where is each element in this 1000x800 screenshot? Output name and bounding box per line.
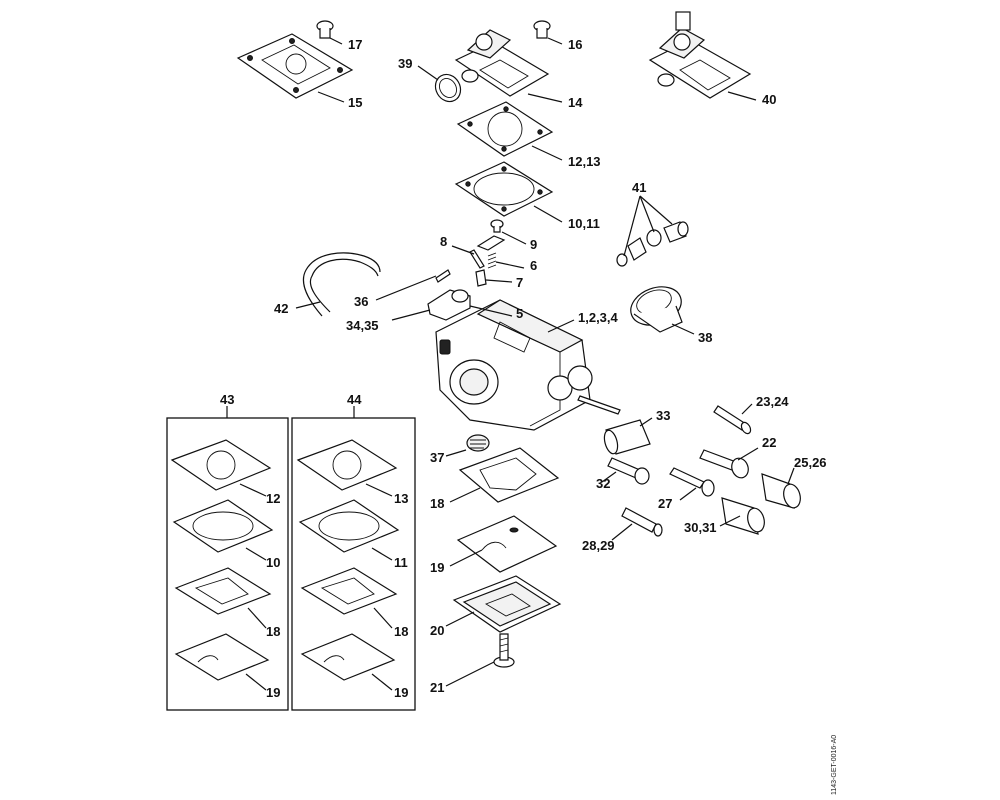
label-25-26: 25,26 — [794, 455, 827, 470]
label-kit43-12: 12 — [266, 491, 280, 506]
part-14-pump-cover — [454, 29, 550, 97]
part-30-31-plug — [721, 497, 765, 535]
part-7-pin — [475, 269, 487, 287]
part-19-diaphragm — [456, 515, 558, 573]
part-42-fuel-hose — [302, 252, 381, 317]
part-16-screw — [533, 20, 551, 39]
part-27-needle — [669, 467, 715, 497]
label-14: 14 — [568, 95, 583, 110]
leader-lines — [239, 37, 795, 691]
part-8-lever — [469, 235, 506, 269]
part-40-pump-cover — [648, 11, 752, 99]
label-39: 39 — [398, 56, 412, 71]
part-23-24-adjusting-screw — [713, 405, 752, 435]
part-33-throttle-sleeve — [603, 419, 651, 455]
label-7: 7 — [516, 275, 523, 290]
label-43: 43 — [220, 392, 234, 407]
reference-code: 1143-GET-0016-A0 — [831, 735, 838, 795]
part-18-gasket — [458, 447, 560, 503]
part-34-35-fitting — [427, 289, 471, 321]
label-28-29: 28,29 — [582, 538, 615, 553]
label-34-35: 34,35 — [346, 318, 379, 333]
label-15: 15 — [348, 95, 362, 110]
part-39-o-ring — [434, 73, 462, 103]
label-kit43-18: 18 — [266, 624, 280, 639]
part-32-needle — [607, 457, 650, 485]
kit-44-box — [291, 406, 416, 711]
label-12-13: 12,13 — [568, 154, 601, 169]
part-labels: 17 15 39 16 14 40 12,13 41 10,11 8 9 6 7… — [220, 37, 827, 700]
label-6: 6 — [530, 258, 537, 273]
part-38-choke-housing — [630, 286, 683, 333]
part-12-13-diaphragm — [456, 101, 554, 157]
label-16: 16 — [568, 37, 582, 52]
label-1-2-3-4: 1,2,3,4 — [578, 310, 619, 325]
label-27: 27 — [658, 496, 672, 511]
label-9: 9 — [530, 237, 537, 252]
label-36: 36 — [354, 294, 368, 309]
label-17: 17 — [348, 37, 362, 52]
part-28-29-needle — [621, 507, 663, 537]
label-kit44-19: 19 — [394, 685, 408, 700]
label-30-31: 30,31 — [684, 520, 717, 535]
label-kit44-13: 13 — [394, 491, 408, 506]
kit-43-box — [166, 406, 289, 711]
part-22-adjusting-screw — [699, 449, 749, 479]
label-10-11: 10,11 — [568, 216, 600, 231]
label-20: 20 — [430, 623, 444, 638]
part-21-screw — [493, 633, 515, 668]
part-9-screw — [490, 219, 504, 233]
part-41-valve-kit — [616, 221, 689, 267]
label-kit44-18: 18 — [394, 624, 408, 639]
label-5: 5 — [516, 306, 523, 321]
label-23-24: 23,24 — [756, 394, 789, 409]
part-17-screw — [316, 20, 334, 39]
label-44: 44 — [347, 392, 362, 407]
label-42: 42 — [274, 301, 288, 316]
part-25-26-plug — [761, 473, 801, 509]
part-36-needle — [435, 269, 451, 283]
label-41: 41 — [632, 180, 646, 195]
label-40: 40 — [762, 92, 776, 107]
part-10-11-gasket — [454, 161, 554, 217]
label-38: 38 — [698, 330, 712, 345]
label-kit43-10: 10 — [266, 555, 280, 570]
label-8: 8 — [440, 234, 447, 249]
label-32: 32 — [596, 476, 610, 491]
part-20-cover — [452, 575, 562, 633]
label-37: 37 — [430, 450, 444, 465]
part-6-spring — [487, 252, 497, 269]
part-37-screen-filter — [466, 434, 490, 452]
part-15-cover-plate — [236, 33, 354, 99]
label-18: 18 — [430, 496, 444, 511]
label-kit43-19: 19 — [266, 685, 280, 700]
label-21: 21 — [430, 680, 444, 695]
label-kit44-11: 11 — [394, 555, 408, 570]
label-19: 19 — [430, 560, 444, 575]
label-22: 22 — [762, 435, 776, 450]
part-1-2-3-4-carburetor-body — [435, 299, 621, 431]
label-33: 33 — [656, 408, 670, 423]
